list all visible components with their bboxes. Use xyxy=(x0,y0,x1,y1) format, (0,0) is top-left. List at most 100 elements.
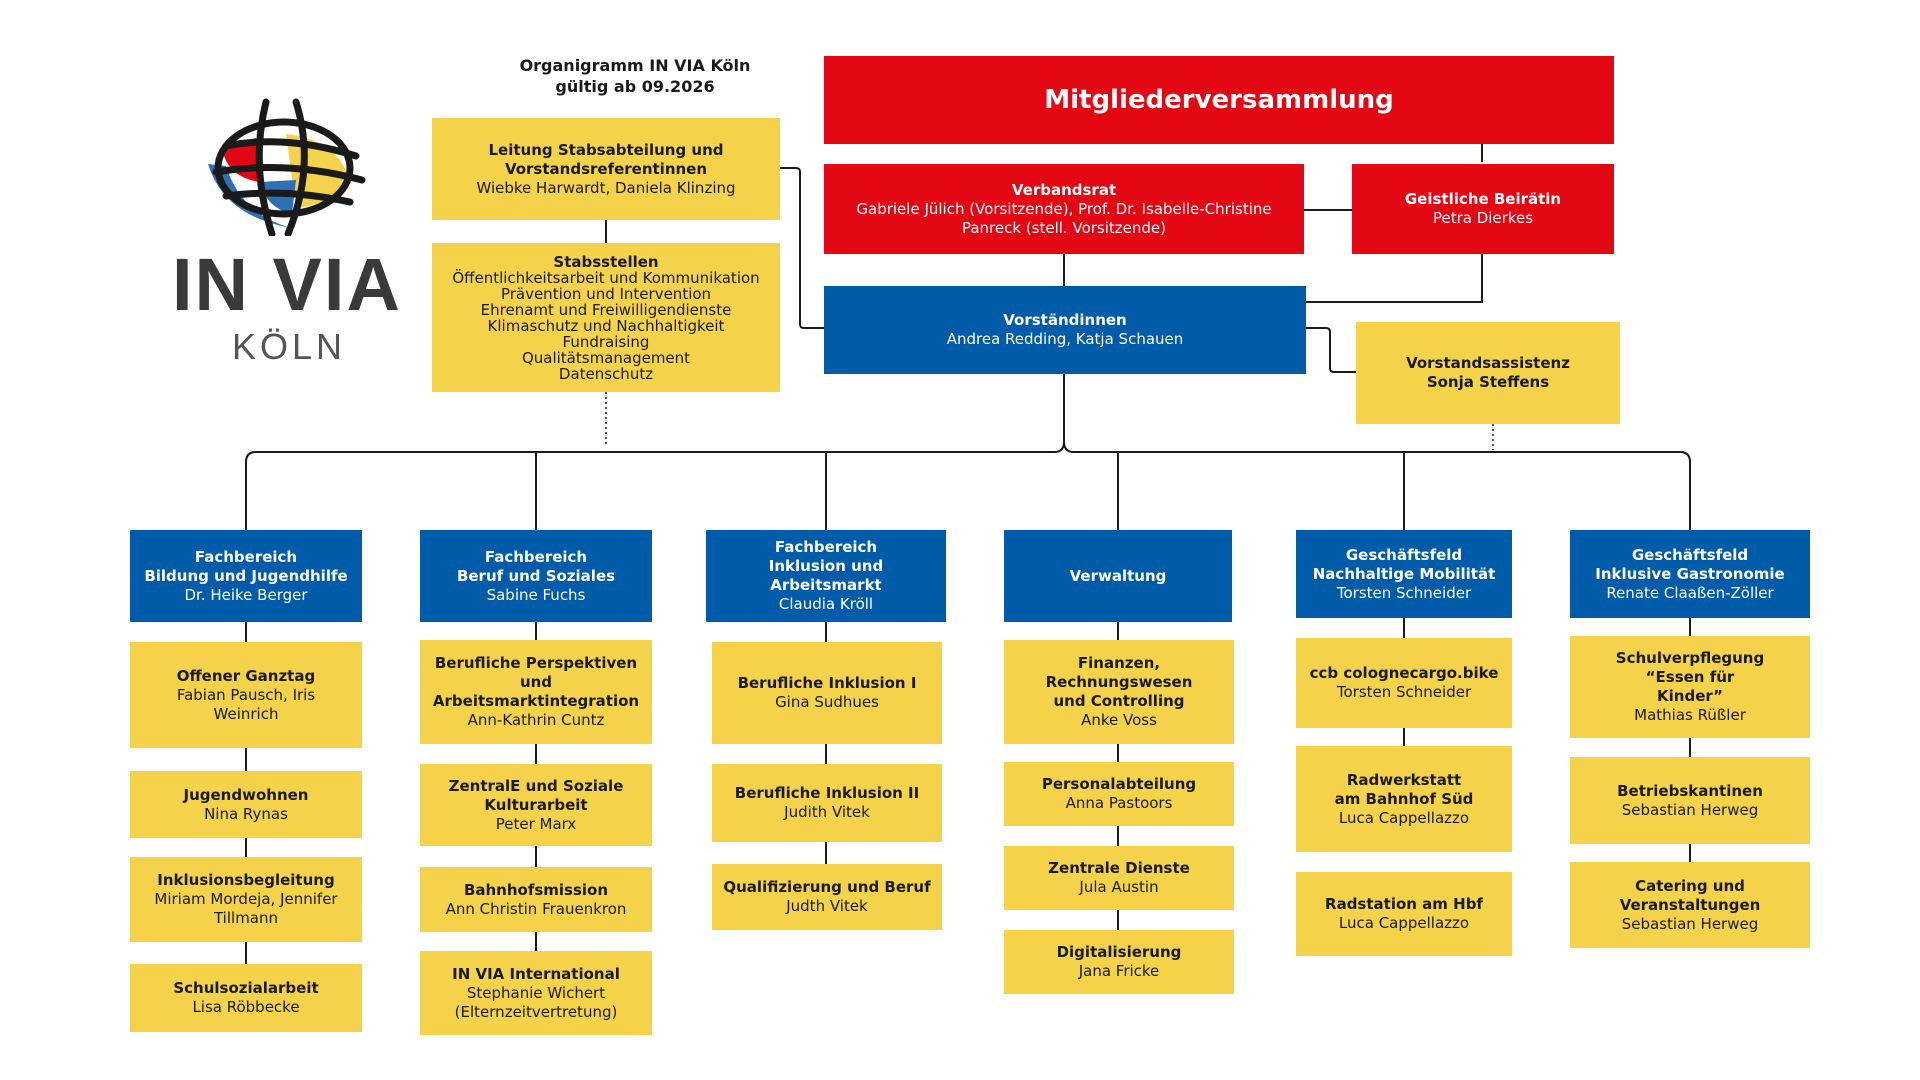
chart-title: Organigramm IN VIA Köln gültig ab 09.202… xyxy=(505,55,765,97)
unit-box: Berufliche Inklusion II Judith Vitek xyxy=(712,764,942,842)
unit-box: Berufliche Inklusion I Gina Sudhues xyxy=(712,642,942,744)
unit-box: Betriebskantinen Sebastian Herweg xyxy=(1570,757,1810,844)
vorstand-names: Andrea Redding, Katja Schauen xyxy=(946,330,1184,348)
globe-logo-icon xyxy=(208,98,366,236)
assistenz-names: Sonja Steffens xyxy=(1426,373,1550,391)
unit-box: Zentrale Dienste Jula Austin xyxy=(1004,846,1234,910)
beiratin-title: Geistliche Beirätin xyxy=(1404,190,1562,208)
column-head-line1: Verwaltung xyxy=(1069,566,1167,585)
unit-title: Berufliche Inklusion II xyxy=(734,784,920,802)
unit-names: Anna Pastoors xyxy=(1065,794,1173,812)
unit-names: Lisa Röbbecke xyxy=(192,998,300,1016)
unit-names: Jana Fricke xyxy=(1078,962,1160,980)
unit-box: ZentralE und Soziale Kulturarbeit Peter … xyxy=(420,764,652,846)
unit-box: Inklusionsbegleitung Miriam Mordeja, Jen… xyxy=(130,857,362,942)
unit-title: Catering und Veranstaltungen xyxy=(1619,876,1761,914)
unit-box: Berufliche Perspektiven und Arbeitsmarkt… xyxy=(420,640,652,744)
stabsleitung-names: Wiebke Harwardt, Daniela Klinzing xyxy=(476,178,736,197)
column-head-line1: Geschäftsfeld xyxy=(1631,545,1749,564)
fachbereich-inklusion-box: Fachbereich Inklusion und Arbeitsmarkt C… xyxy=(706,530,946,622)
unit-title: Bahnhofsmission xyxy=(463,880,609,899)
vorstand-title: Vorständinnen xyxy=(1003,311,1127,329)
unit-box: Jugendwohnen Nina Rynas xyxy=(130,771,362,838)
unit-title: Inklusionsbegleitung xyxy=(157,871,335,889)
unit-names: Sebastian Herweg xyxy=(1621,800,1759,819)
column-head-names: Dr. Heike Berger xyxy=(184,585,308,604)
unit-box: Digitalisierung Jana Fricke xyxy=(1004,930,1234,994)
unit-box: Schulsozialarbeit Lisa Röbbecke xyxy=(130,964,362,1032)
fachbereich-bildung-box: Fachbereich Bildung und Jugendhilfe Dr. … xyxy=(130,530,362,622)
column-head-names: Claudia Kröll xyxy=(778,595,874,613)
column-head-line2: Nachhaltige Mobilität xyxy=(1312,564,1496,583)
unit-names: Judith Vitek xyxy=(784,803,870,821)
unit-names: Luca Cappellazzo xyxy=(1338,914,1470,932)
stabsstelle-item: Datenschutz xyxy=(558,364,654,383)
unit-box: Finanzen, Rechnungswesen und Controlling… xyxy=(1004,640,1234,744)
stabsstellen-box: Stabsstellen Öffentlichkeitsarbeit und K… xyxy=(432,243,780,392)
vorstand-box: Vorständinnen Andrea Redding, Katja Scha… xyxy=(824,286,1306,374)
unit-title: Offener Ganztag xyxy=(176,666,316,685)
stabsstelle-item: Öffentlichkeitsarbeit und Kommunikation xyxy=(452,268,760,287)
unit-names: Nina Rynas xyxy=(204,804,288,823)
verbandsrat-box: Verbandsrat Gabriele Jülich (Vorsitzende… xyxy=(824,164,1304,254)
geschaeftsfeld-gastronomie-box: Geschäftsfeld Inklusive Gastronomie Rena… xyxy=(1570,530,1810,618)
unit-title: Betriebskantinen xyxy=(1617,781,1763,800)
unit-title: Schulverpflegung “Essen für Kinder” xyxy=(1615,649,1765,705)
stabsstelle-item: Fundraising xyxy=(562,332,650,351)
unit-names: Ann Christin Frauenkron xyxy=(445,899,627,918)
verwaltung-box: Verwaltung xyxy=(1004,530,1232,622)
unit-names: Anke Voss xyxy=(1081,711,1157,729)
unit-box: Schulverpflegung “Essen für Kinder” Math… xyxy=(1570,636,1810,738)
unit-title: Berufliche Inklusion I xyxy=(737,674,917,692)
unit-box: Bahnhofsmission Ann Christin Frauenkron xyxy=(420,867,652,932)
unit-names: Fabian Pausch, Iris Weinrich xyxy=(176,685,316,723)
column-head-line1: Fachbereich xyxy=(194,547,298,566)
unit-box: Radstation am Hbf Luca Cappellazzo xyxy=(1296,872,1512,956)
unit-box: ccb colognecargo.bike Torsten Schneider xyxy=(1296,638,1512,728)
stabsstellen-title: Stabsstellen xyxy=(553,252,659,271)
unit-names: Peter Marx xyxy=(495,814,577,833)
unit-names: Mathias Rüßler xyxy=(1634,706,1746,724)
unit-names: Gina Sudhues xyxy=(775,693,879,711)
beiratin-names: Petra Dierkes xyxy=(1432,209,1534,227)
stabsstelle-item: Klimaschutz und Nachhaltigkeit xyxy=(487,316,725,335)
unit-title: Jugendwohnen xyxy=(183,785,309,804)
unit-box: Catering und Veranstaltungen Sebastian H… xyxy=(1570,862,1810,948)
unit-names: Stephanie Wichert (Elternzeitvertretung) xyxy=(454,983,618,1021)
assistenz-box: Vorstandsassistenz Sonja Steffens xyxy=(1356,322,1620,424)
assistenz-title: Vorstandsassistenz xyxy=(1406,354,1570,372)
unit-title: Personalabteilung xyxy=(1041,775,1197,793)
unit-names: Jula Austin xyxy=(1079,878,1159,896)
unit-names: Ann-Kathrin Cuntz xyxy=(467,711,605,729)
unit-title: Zentrale Dienste xyxy=(1048,859,1190,877)
unit-names: Torsten Schneider xyxy=(1336,683,1472,701)
unit-title: Radwerkstatt am Bahnhof Süd xyxy=(1334,770,1474,808)
unit-title: Berufliche Perspektiven und Arbeitsmarkt… xyxy=(432,654,640,710)
unit-title: Qualifizierung und Beruf xyxy=(723,878,931,896)
chart-title-line1: Organigramm IN VIA Köln xyxy=(519,56,751,75)
beiratin-box: Geistliche Beirätin Petra Dierkes xyxy=(1352,164,1614,254)
verbandsrat-names: Gabriele Jülich (Vorsitzende), Prof. Dr.… xyxy=(856,199,1272,237)
column-head-line1: Fachbereich xyxy=(484,547,588,566)
unit-names: Sebastian Herweg xyxy=(1621,914,1759,933)
column-head-line2: Beruf und Soziales xyxy=(456,566,616,585)
stabsleitung-box: Leitung Stabsabteilung und Vorstandsrefe… xyxy=(432,118,780,220)
column-head-line1: Geschäftsfeld xyxy=(1345,545,1463,564)
unit-title: Radstation am Hbf xyxy=(1325,895,1483,913)
unit-title: IN VIA International xyxy=(452,964,620,983)
unit-names: Luca Cappellazzo xyxy=(1338,808,1470,827)
unit-title: Digitalisierung xyxy=(1056,943,1182,961)
unit-box: Offener Ganztag Fabian Pausch, Iris Wein… xyxy=(130,642,362,748)
unit-box: Personalabteilung Anna Pastoors xyxy=(1004,762,1234,826)
mitgliederversammlung-label: Mitgliederversammlung xyxy=(1044,85,1394,115)
geschaeftsfeld-mobilitaet-box: Geschäftsfeld Nachhaltige Mobilität Tors… xyxy=(1296,530,1512,618)
column-head-names: Sabine Fuchs xyxy=(486,585,586,604)
column-head-line2: Inklusion und Arbeitsmarkt xyxy=(768,557,884,594)
stabsleitung-title: Leitung Stabsabteilung und Vorstandsrefe… xyxy=(488,140,724,178)
column-head-line2: Bildung und Jugendhilfe xyxy=(144,566,348,585)
stabsstelle-item: Prävention und Intervention xyxy=(500,284,712,303)
unit-box: Radwerkstatt am Bahnhof Süd Luca Cappell… xyxy=(1296,746,1512,852)
column-head-line2: Inklusive Gastronomie xyxy=(1595,564,1785,583)
stabsstelle-item: Ehrenamt und Freiwilligendienste xyxy=(480,300,732,319)
